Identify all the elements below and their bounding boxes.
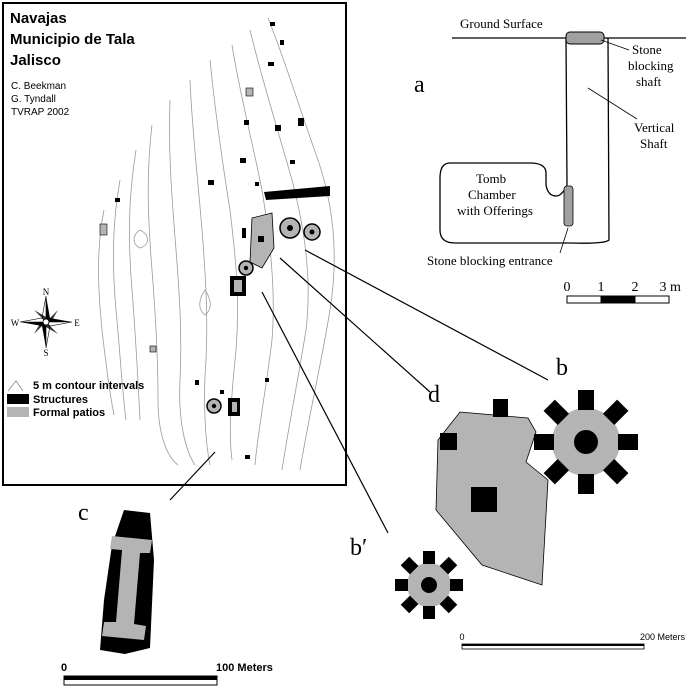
compass-west-label: W xyxy=(11,318,20,328)
tomb-scale-unit: m xyxy=(670,280,681,295)
shaft-tomb-section: a Ground Surface Stone blocking shaft Ve… xyxy=(414,16,686,304)
structure-c-patio xyxy=(102,536,152,640)
legend-patios-swatch xyxy=(7,407,29,417)
site-complex-d xyxy=(242,186,330,269)
compass-north-label: N xyxy=(43,287,50,297)
scale-left-zero: 0 xyxy=(61,662,67,674)
legend-contour-symbol xyxy=(7,380,24,392)
tomb-chamber-line-1: Tomb xyxy=(476,171,506,186)
shaft-blocking-stone xyxy=(565,31,605,45)
scale-bar-right: 0 200 Meters xyxy=(459,632,686,650)
map-credit-line-1: C. Beekman xyxy=(11,81,66,92)
patio-b-prime-center xyxy=(421,577,437,593)
stone-blocking-entrance-pointer xyxy=(559,227,569,254)
compass-rose xyxy=(19,295,73,349)
map-title-line-2: Municipio de Tala xyxy=(10,31,135,48)
map-credit-line-2: G. Tyndall xyxy=(11,94,56,105)
tomb-scale-tick-3: 3 xyxy=(660,280,667,295)
map-circular-patios xyxy=(206,217,321,414)
patio-b-structures xyxy=(534,390,638,494)
legend-structures-swatch xyxy=(7,394,29,404)
map-credit-line-3: TVRAP 2002 xyxy=(11,107,70,118)
tomb-scale-bar: 0 1 2 3 m xyxy=(564,280,681,304)
scale-left-end: 100 Meters xyxy=(216,662,273,674)
scale-right-end: 200 Meters xyxy=(640,632,686,642)
panel-label-c: c xyxy=(78,500,89,526)
patio-b-prime-structures xyxy=(395,551,463,619)
vertical-shaft-outline xyxy=(565,37,610,244)
panel-label-d: d xyxy=(428,382,440,408)
site-structure-c-map xyxy=(228,276,246,416)
patio-d-detail xyxy=(435,399,549,586)
compass-south-label: S xyxy=(43,348,48,358)
map-title-line-3: Jalisco xyxy=(10,52,61,69)
tomb-scale-tick-2: 2 xyxy=(632,280,639,295)
patio-d-perimeter-structures xyxy=(440,399,508,450)
stone-blocking-shaft-line-3: shaft xyxy=(636,74,662,89)
vertical-shaft-pointer xyxy=(587,87,638,120)
panel-label-a: a xyxy=(414,72,425,98)
ground-surface-label: Ground Surface xyxy=(460,16,543,31)
compass-east-label: E xyxy=(74,318,80,328)
vertical-shaft-line-1: Vertical xyxy=(634,120,675,135)
scale-right-zero: 0 xyxy=(459,632,464,642)
panel-label-b-prime: b′ xyxy=(350,535,367,561)
site-map-panel: Navajas Municipio de Tala Jalisco C. Bee… xyxy=(2,2,347,486)
tomb-scale-tick-0: 0 xyxy=(564,280,571,295)
map-title-line-1: Navajas xyxy=(10,10,67,27)
map-legend: 5 m contour intervals Structures Formal … xyxy=(7,380,144,419)
contour-lines xyxy=(98,17,335,471)
leader-lines xyxy=(169,249,549,534)
circular-patio-b-prime-detail xyxy=(395,551,463,619)
legend-contours-label: 5 m contour intervals xyxy=(33,380,144,392)
circular-patio-b-detail xyxy=(534,390,638,494)
vertical-shaft-line-2: Shaft xyxy=(640,136,668,151)
tomb-chamber-outline xyxy=(439,162,570,244)
patio-d-central-structure xyxy=(471,487,497,512)
legend-patios-label: Formal patios xyxy=(33,407,105,419)
panel-label-b: b xyxy=(556,355,568,381)
entrance-blocking-stone xyxy=(563,185,574,227)
stone-blocking-shaft-pointer xyxy=(600,39,630,51)
legend-structures-label: Structures xyxy=(33,394,88,406)
tomb-chamber-line-2: Chamber xyxy=(468,187,516,202)
structure-c-detail xyxy=(100,510,154,654)
stone-blocking-shaft-line-2: blocking xyxy=(628,58,674,73)
tomb-chamber-line-3: with Offerings xyxy=(457,203,533,218)
stone-blocking-shaft-line-1: Stone xyxy=(632,42,662,57)
patio-b-center xyxy=(574,430,598,454)
stone-blocking-entrance-label: Stone blocking entrance xyxy=(427,253,553,268)
scale-bar-left: 0 100 Meters xyxy=(61,662,273,686)
tomb-scale-tick-1: 1 xyxy=(598,280,605,295)
minor-structures xyxy=(99,22,304,459)
site-map-frame xyxy=(2,2,347,486)
